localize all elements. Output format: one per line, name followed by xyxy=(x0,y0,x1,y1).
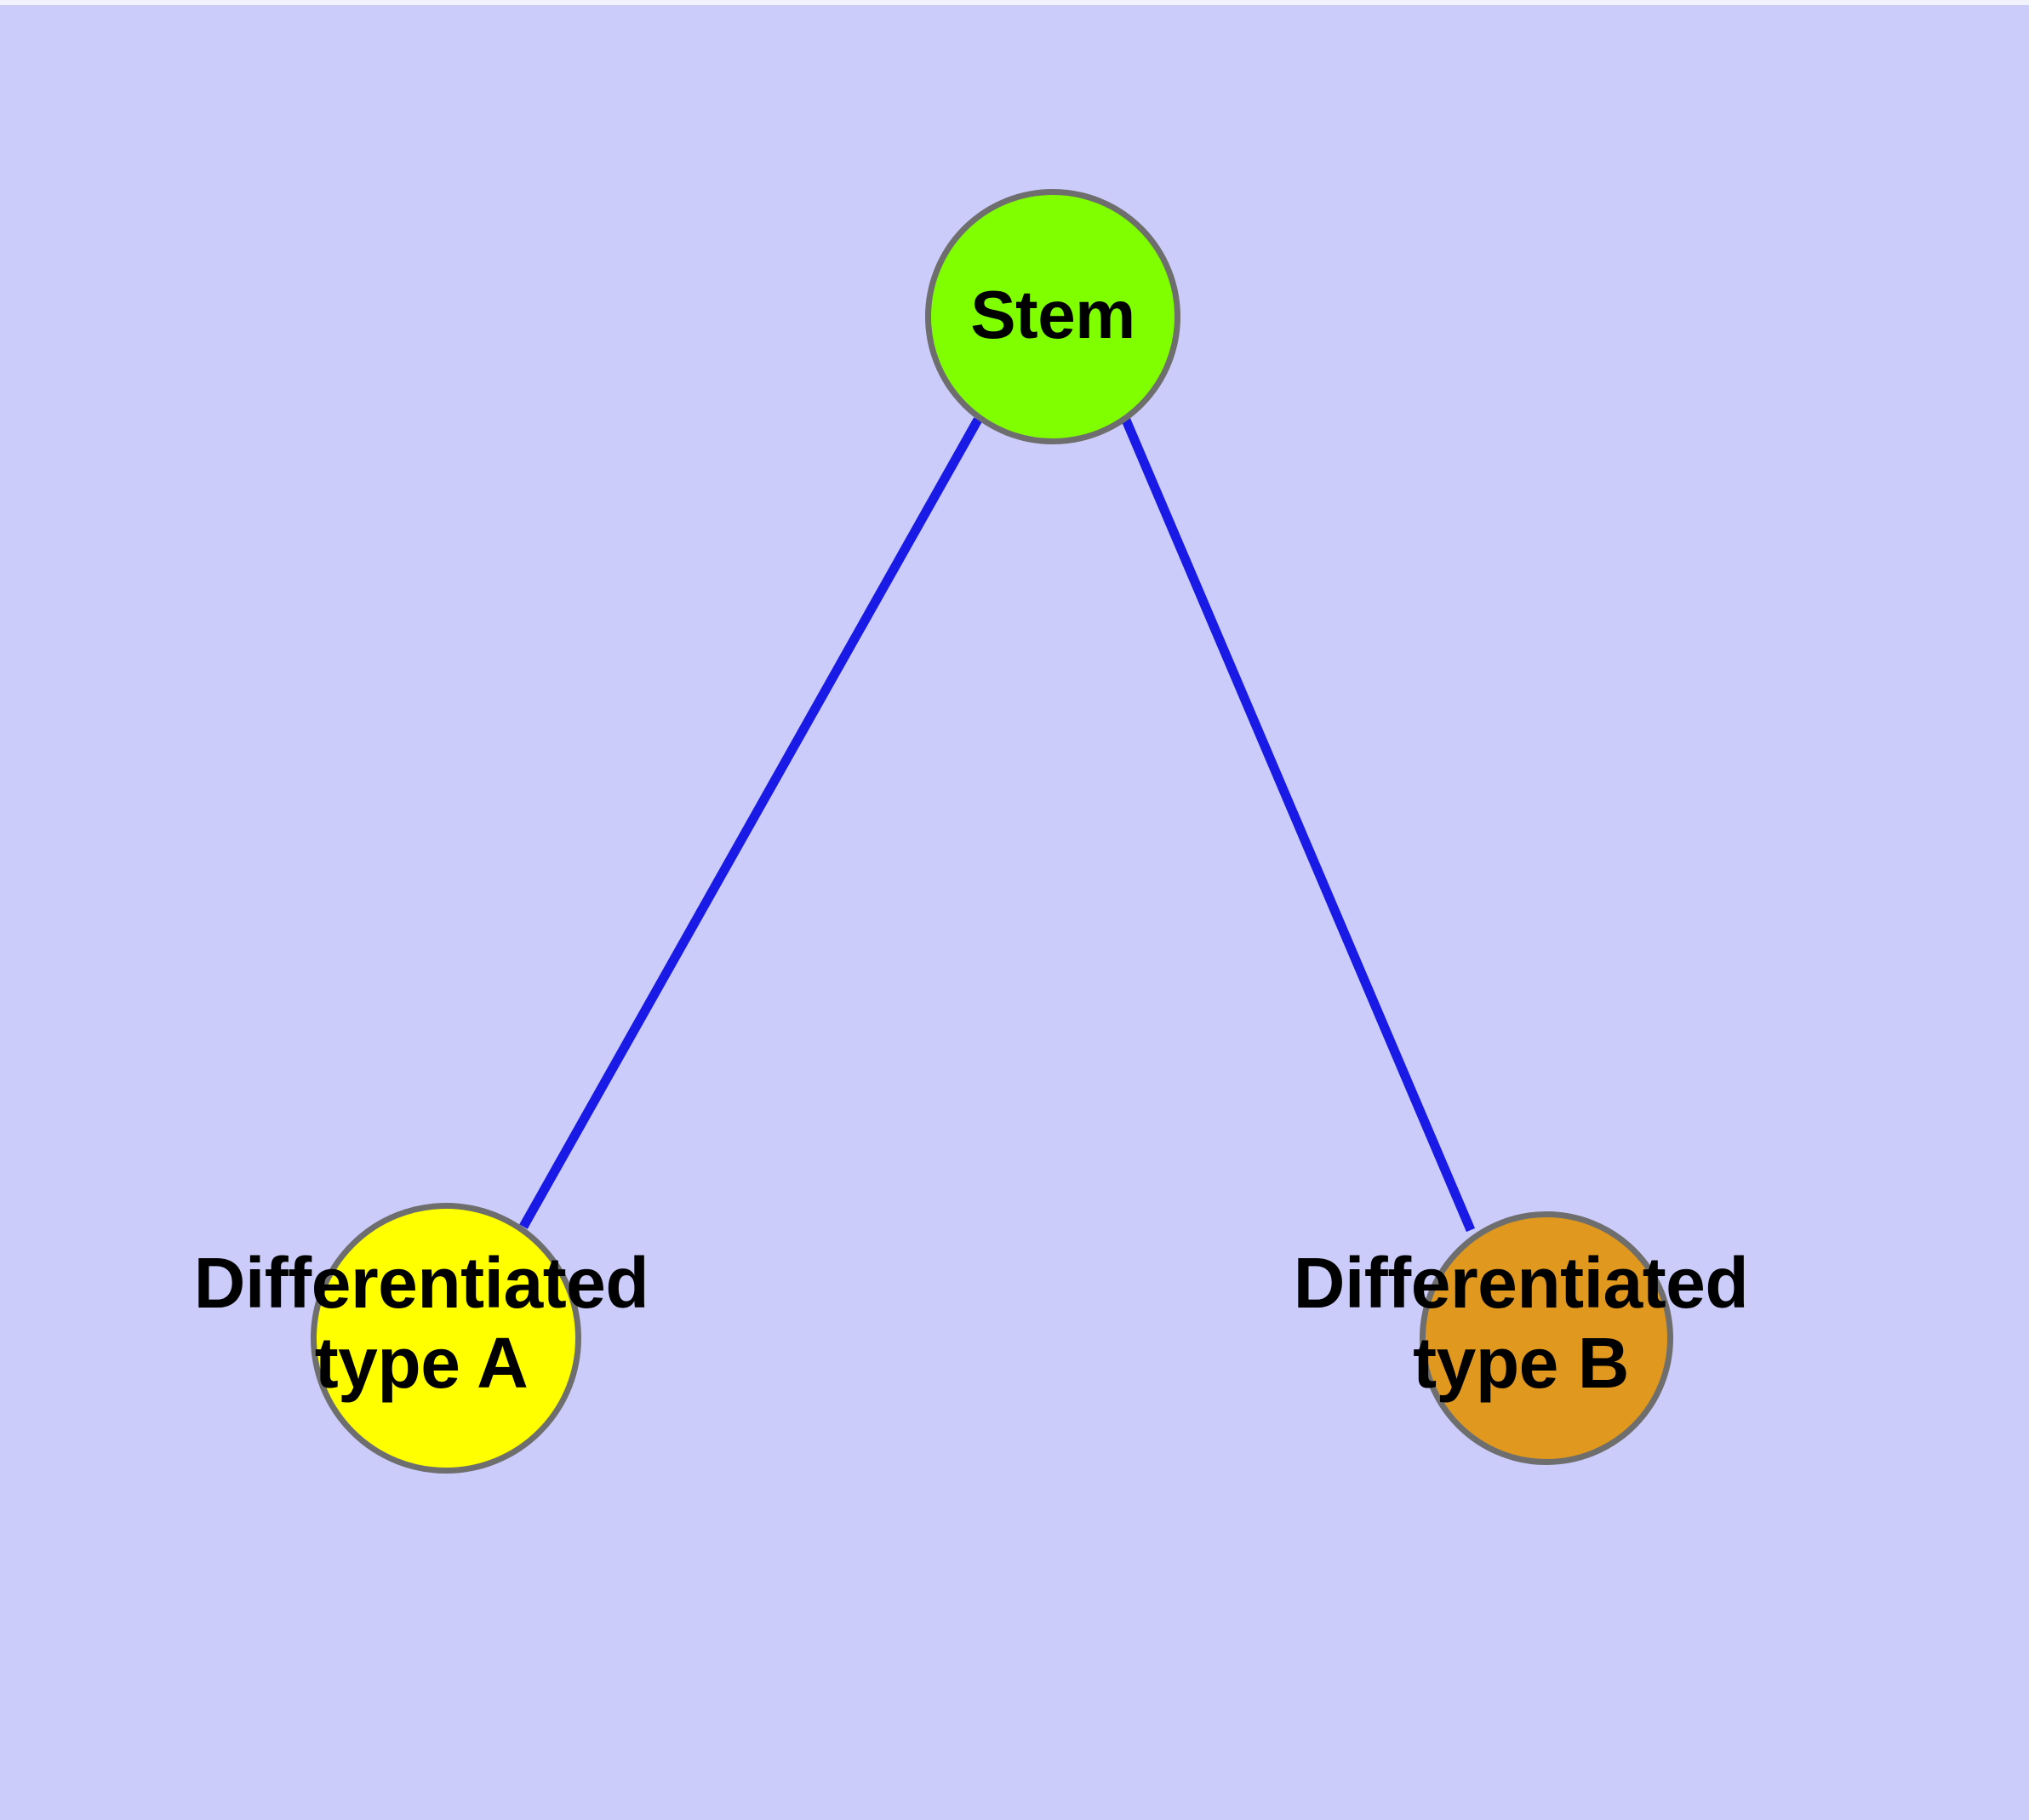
canvas-top-edge-strip xyxy=(0,0,2029,5)
node-stem[interactable] xyxy=(925,189,1180,444)
edge-group xyxy=(519,415,1476,1233)
node-differentiated-type-b[interactable] xyxy=(1420,1211,1673,1465)
edge-stem-to-differentiated-type-b[interactable] xyxy=(1120,415,1476,1233)
node-differentiated-type-a[interactable] xyxy=(311,1203,581,1474)
edge-stem-to-differentiated-type-a[interactable] xyxy=(519,417,982,1229)
node-group xyxy=(311,189,1673,1474)
